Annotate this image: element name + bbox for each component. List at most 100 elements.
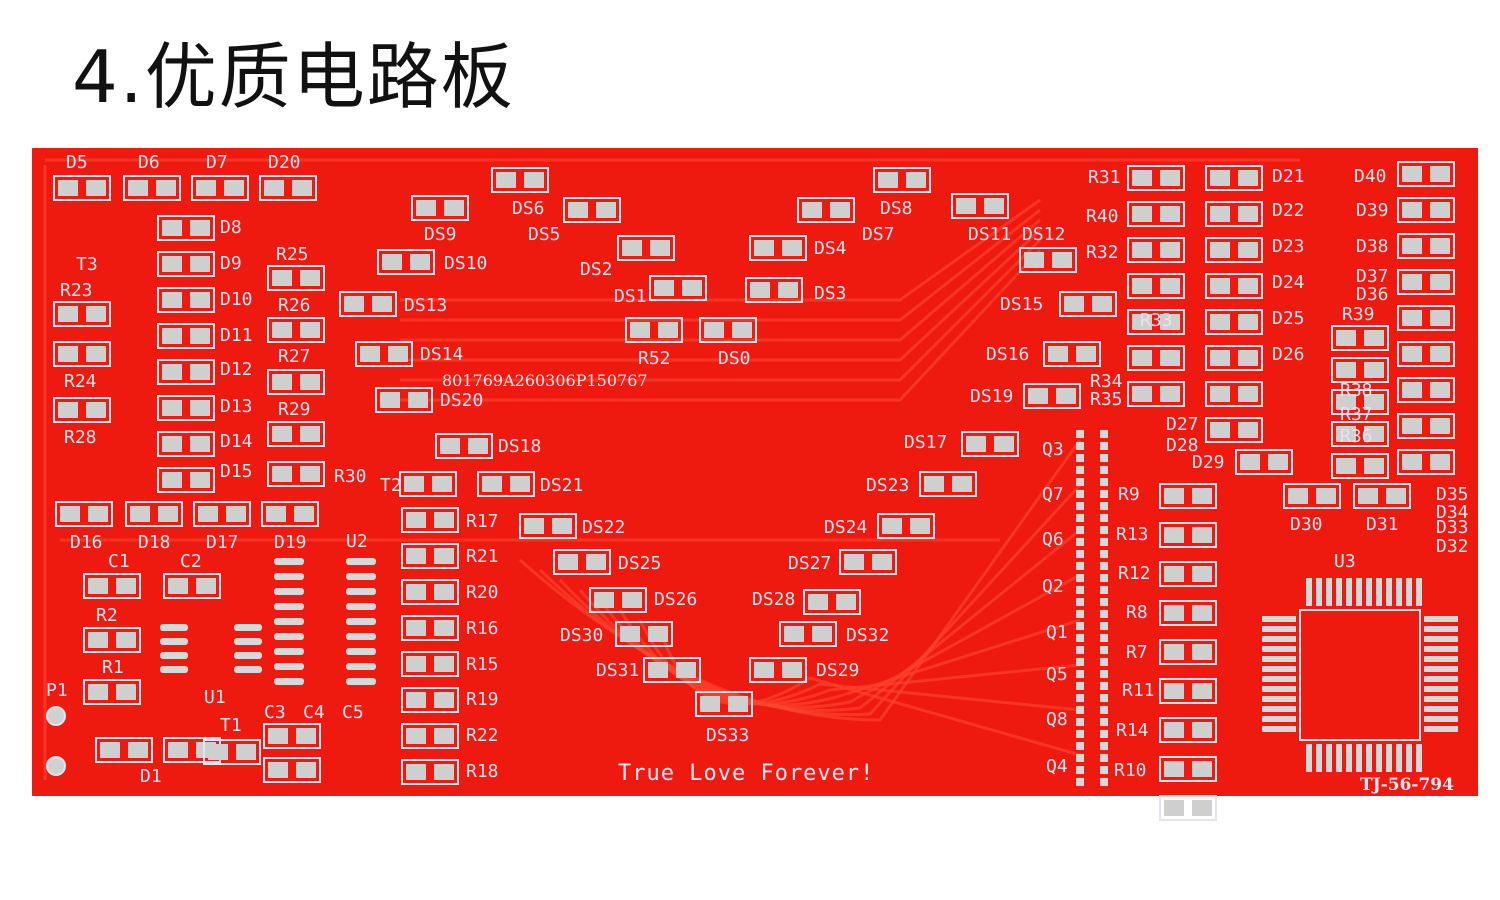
solder-pad (292, 180, 312, 196)
label-d23: D23 (1272, 236, 1305, 257)
ic-pin (1396, 744, 1402, 772)
solder-pad (1056, 388, 1076, 404)
label-ds10: DS10 (444, 253, 487, 274)
solder-pad (620, 626, 640, 642)
label-r26: R26 (278, 295, 311, 316)
solder-pad (162, 400, 182, 416)
solder-pad (1092, 296, 1112, 312)
ic-pin (1416, 578, 1422, 606)
footprint-outline (615, 621, 673, 647)
solder-pad (268, 728, 288, 744)
solder-pad (1402, 310, 1422, 326)
ic-pin (274, 603, 304, 610)
solder-pad (1076, 346, 1096, 362)
solder-pad (406, 512, 426, 528)
footprint-outline (267, 461, 325, 487)
solder-pad (86, 346, 106, 362)
solder-pad (1132, 242, 1152, 258)
solder-pad (704, 322, 724, 338)
label-r39: R39 (1342, 304, 1375, 325)
label-r9: R9 (1118, 484, 1140, 505)
trace (558, 528, 1081, 712)
solder-pad (434, 692, 454, 708)
solder-pad (440, 438, 460, 454)
via-pad (1100, 442, 1108, 450)
solder-pad (382, 254, 402, 270)
solder-pad (300, 374, 320, 390)
solder-pad (1402, 382, 1422, 398)
label-r38: R38 (1340, 380, 1373, 401)
solder-pad (878, 172, 898, 188)
solder-pad (272, 374, 292, 390)
solder-pad (1160, 278, 1180, 294)
label-r21: R21 (466, 546, 499, 567)
label-d21: D21 (1272, 166, 1305, 187)
solder-pad (1160, 206, 1180, 222)
ic-pin (1306, 578, 1312, 606)
heading-number: 4. (72, 35, 145, 119)
solder-pad (1238, 386, 1258, 402)
ic-pin (274, 618, 304, 625)
label-ds21: DS21 (540, 475, 583, 496)
label-r37: R37 (1340, 404, 1373, 425)
label-ds18: DS18 (498, 436, 541, 457)
label-r31: R31 (1088, 167, 1121, 188)
ic-pin (1424, 616, 1458, 622)
solder-pad (622, 592, 642, 608)
solder-pad (782, 240, 802, 256)
solder-pad (88, 506, 108, 522)
via-pad (1076, 454, 1084, 462)
solder-pad (510, 476, 530, 492)
footprint-outline (919, 471, 977, 497)
label-q7: Q7 (1042, 484, 1064, 505)
solder-pad (1164, 527, 1184, 543)
footprint-outline (1127, 309, 1185, 335)
solder-pad (630, 322, 650, 338)
solder-pad (434, 728, 454, 744)
ic-pin (1262, 666, 1296, 672)
solder-pad (808, 594, 828, 610)
ic-pin (346, 678, 376, 685)
solder-pad (1238, 278, 1258, 294)
via-pad (1076, 622, 1084, 630)
solder-pad (994, 436, 1014, 452)
label-d39: D39 (1356, 200, 1389, 221)
footprint-outline (261, 501, 319, 527)
ic-pin (160, 652, 188, 659)
solder-pad (1064, 296, 1084, 312)
footprint-outline (951, 193, 1009, 219)
ic-pin (1262, 616, 1296, 622)
solder-pad (952, 476, 972, 492)
pads (46, 161, 1458, 821)
ic-pin (1396, 578, 1402, 606)
label-d29: D29 (1192, 452, 1225, 473)
label-r12: R12 (1118, 563, 1151, 584)
label-u3: U3 (1334, 551, 1356, 572)
solder-pad (344, 296, 364, 312)
label-ds1: DS1 (614, 286, 647, 307)
solder-pad (1160, 242, 1180, 258)
ic-pin (1366, 744, 1372, 772)
footprint-outline (157, 215, 215, 241)
footprint-outline (1353, 483, 1411, 509)
label-r32: R32 (1086, 242, 1119, 263)
label-ds23: DS23 (866, 475, 909, 496)
solder-pad (198, 506, 218, 522)
solder-pad (432, 476, 452, 492)
footprint-outline (267, 421, 325, 447)
footprint-outline (617, 235, 675, 261)
label-d15: D15 (220, 461, 253, 482)
via-pad (1076, 706, 1084, 714)
label-r40: R40 (1086, 206, 1119, 227)
via-pad (1100, 538, 1108, 546)
via-pad (1076, 598, 1084, 606)
solder-pad (296, 762, 316, 778)
footprint-outline (649, 275, 707, 301)
solder-pad (568, 202, 588, 218)
heading-text: 优质电路板 (144, 35, 515, 119)
solder-pad (404, 476, 424, 492)
solder-pad (1430, 238, 1450, 254)
label-t3: T3 (76, 254, 98, 275)
label-d28: D28 (1166, 435, 1199, 456)
label-ds22: DS22 (582, 517, 625, 538)
